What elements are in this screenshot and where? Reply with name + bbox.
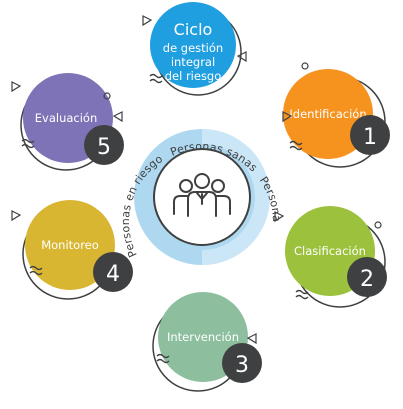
play-triangle-icon bbox=[274, 211, 285, 223]
play-triangle-icon bbox=[112, 111, 123, 123]
step-intervencion-badge bbox=[222, 343, 262, 383]
small-circle-icon bbox=[374, 221, 382, 229]
step-evaluacion-label: Evaluación bbox=[35, 111, 98, 125]
step-evaluacion-badge bbox=[84, 125, 124, 165]
step-identificacion-label: Identificación bbox=[289, 107, 366, 121]
wave-icon bbox=[156, 353, 170, 364]
step-clasificacion: Clasificación 2 bbox=[274, 206, 387, 308]
small-circle-icon bbox=[103, 92, 111, 100]
step-ciclo-line-3: integral bbox=[171, 55, 215, 69]
step-evaluacion-number: 5 bbox=[97, 135, 111, 160]
step-intervencion-label: Intervención bbox=[167, 330, 239, 344]
play-triangle-icon bbox=[11, 81, 22, 93]
step-identificacion-badge bbox=[350, 115, 390, 155]
step-monitoreo-circle bbox=[25, 200, 115, 290]
step-clasificacion-badge bbox=[347, 257, 387, 297]
step-identificacion: Identificación 1 bbox=[282, 62, 390, 168]
wave-icon bbox=[149, 73, 163, 84]
step-evaluacion: Evaluación 5 bbox=[11, 73, 124, 171]
play-triangle-icon bbox=[142, 15, 153, 27]
people-group-icon bbox=[173, 173, 231, 217]
step-ciclo: Ciclo de gestión integral del riesgo bbox=[142, 2, 247, 96]
wave-icon bbox=[29, 265, 43, 276]
wave-icon bbox=[21, 138, 35, 149]
step-monitoreo-badge bbox=[93, 252, 133, 292]
play-triangle-icon bbox=[236, 51, 247, 63]
wave-icon bbox=[289, 140, 303, 151]
center-ring-right-shade bbox=[202, 129, 270, 265]
step-ciclo-circle bbox=[150, 2, 236, 88]
step-ciclo-line-4: del riesgo bbox=[165, 69, 222, 83]
step-identificacion-number: 1 bbox=[363, 125, 377, 150]
step-ciclo-line-2: de gestión bbox=[163, 41, 223, 55]
play-triangle-icon bbox=[282, 111, 293, 123]
play-triangle-icon bbox=[11, 210, 22, 222]
step-monitoreo-label: Monitoreo bbox=[41, 238, 99, 252]
step-clasificacion-label: Clasificación bbox=[294, 244, 366, 258]
step-intervencion-number: 3 bbox=[235, 353, 249, 378]
step-clasificacion-number: 2 bbox=[360, 267, 374, 292]
step-monitoreo: Monitoreo 4 bbox=[11, 200, 133, 300]
step-intervencion: Intervención 3 bbox=[152, 292, 262, 392]
step-ciclo-line-1: Ciclo bbox=[174, 20, 213, 39]
small-circle-icon bbox=[301, 62, 309, 70]
play-triangle-icon bbox=[246, 333, 257, 345]
wave-icon bbox=[295, 289, 309, 300]
step-monitoreo-number: 4 bbox=[106, 262, 120, 287]
